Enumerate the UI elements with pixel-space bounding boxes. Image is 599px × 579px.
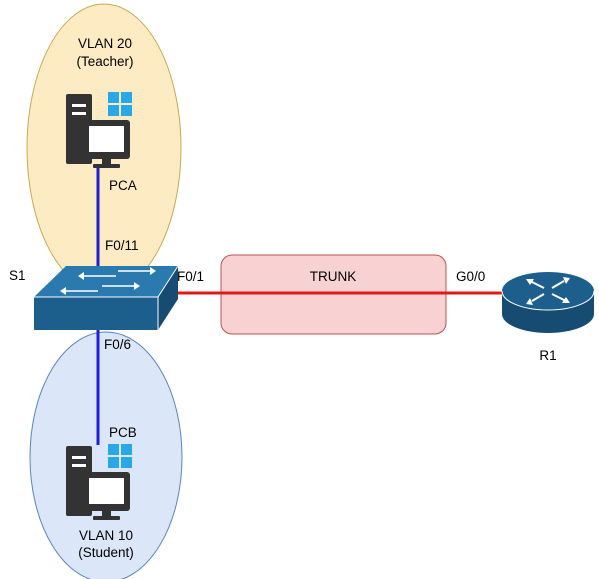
switch-arrows-icon xyxy=(60,267,156,295)
s1-label: S1 xyxy=(9,268,26,283)
windows-logo-icon xyxy=(108,92,132,116)
trunk-label: TRUNK xyxy=(310,269,357,284)
trunk-router-port-label: G0/0 xyxy=(456,269,485,284)
vlan20-label: VLAN 20 xyxy=(78,36,132,51)
windows-logo-icon xyxy=(108,444,132,468)
pca-windows-pc-icon[interactable] xyxy=(66,92,132,168)
pcb-label: PCB xyxy=(109,425,137,440)
pcb-port-label: F0/6 xyxy=(104,337,131,352)
vlan10-label: VLAN 10 xyxy=(79,528,133,543)
s1-switch-icon[interactable] xyxy=(34,265,179,330)
pca-port-label: F0/11 xyxy=(105,238,139,253)
r1-label: R1 xyxy=(539,348,556,363)
teacher-label: (Teacher) xyxy=(76,54,133,69)
pca-label: PCA xyxy=(109,178,137,193)
r1-router-icon[interactable] xyxy=(501,272,595,333)
trunk-switch-port-label: F0/1 xyxy=(177,269,204,284)
router-arrows-icon xyxy=(526,277,570,305)
vlan10-student-zone xyxy=(29,331,183,579)
student-label: (Student) xyxy=(78,545,134,560)
pcb-windows-pc-icon[interactable] xyxy=(66,444,132,520)
